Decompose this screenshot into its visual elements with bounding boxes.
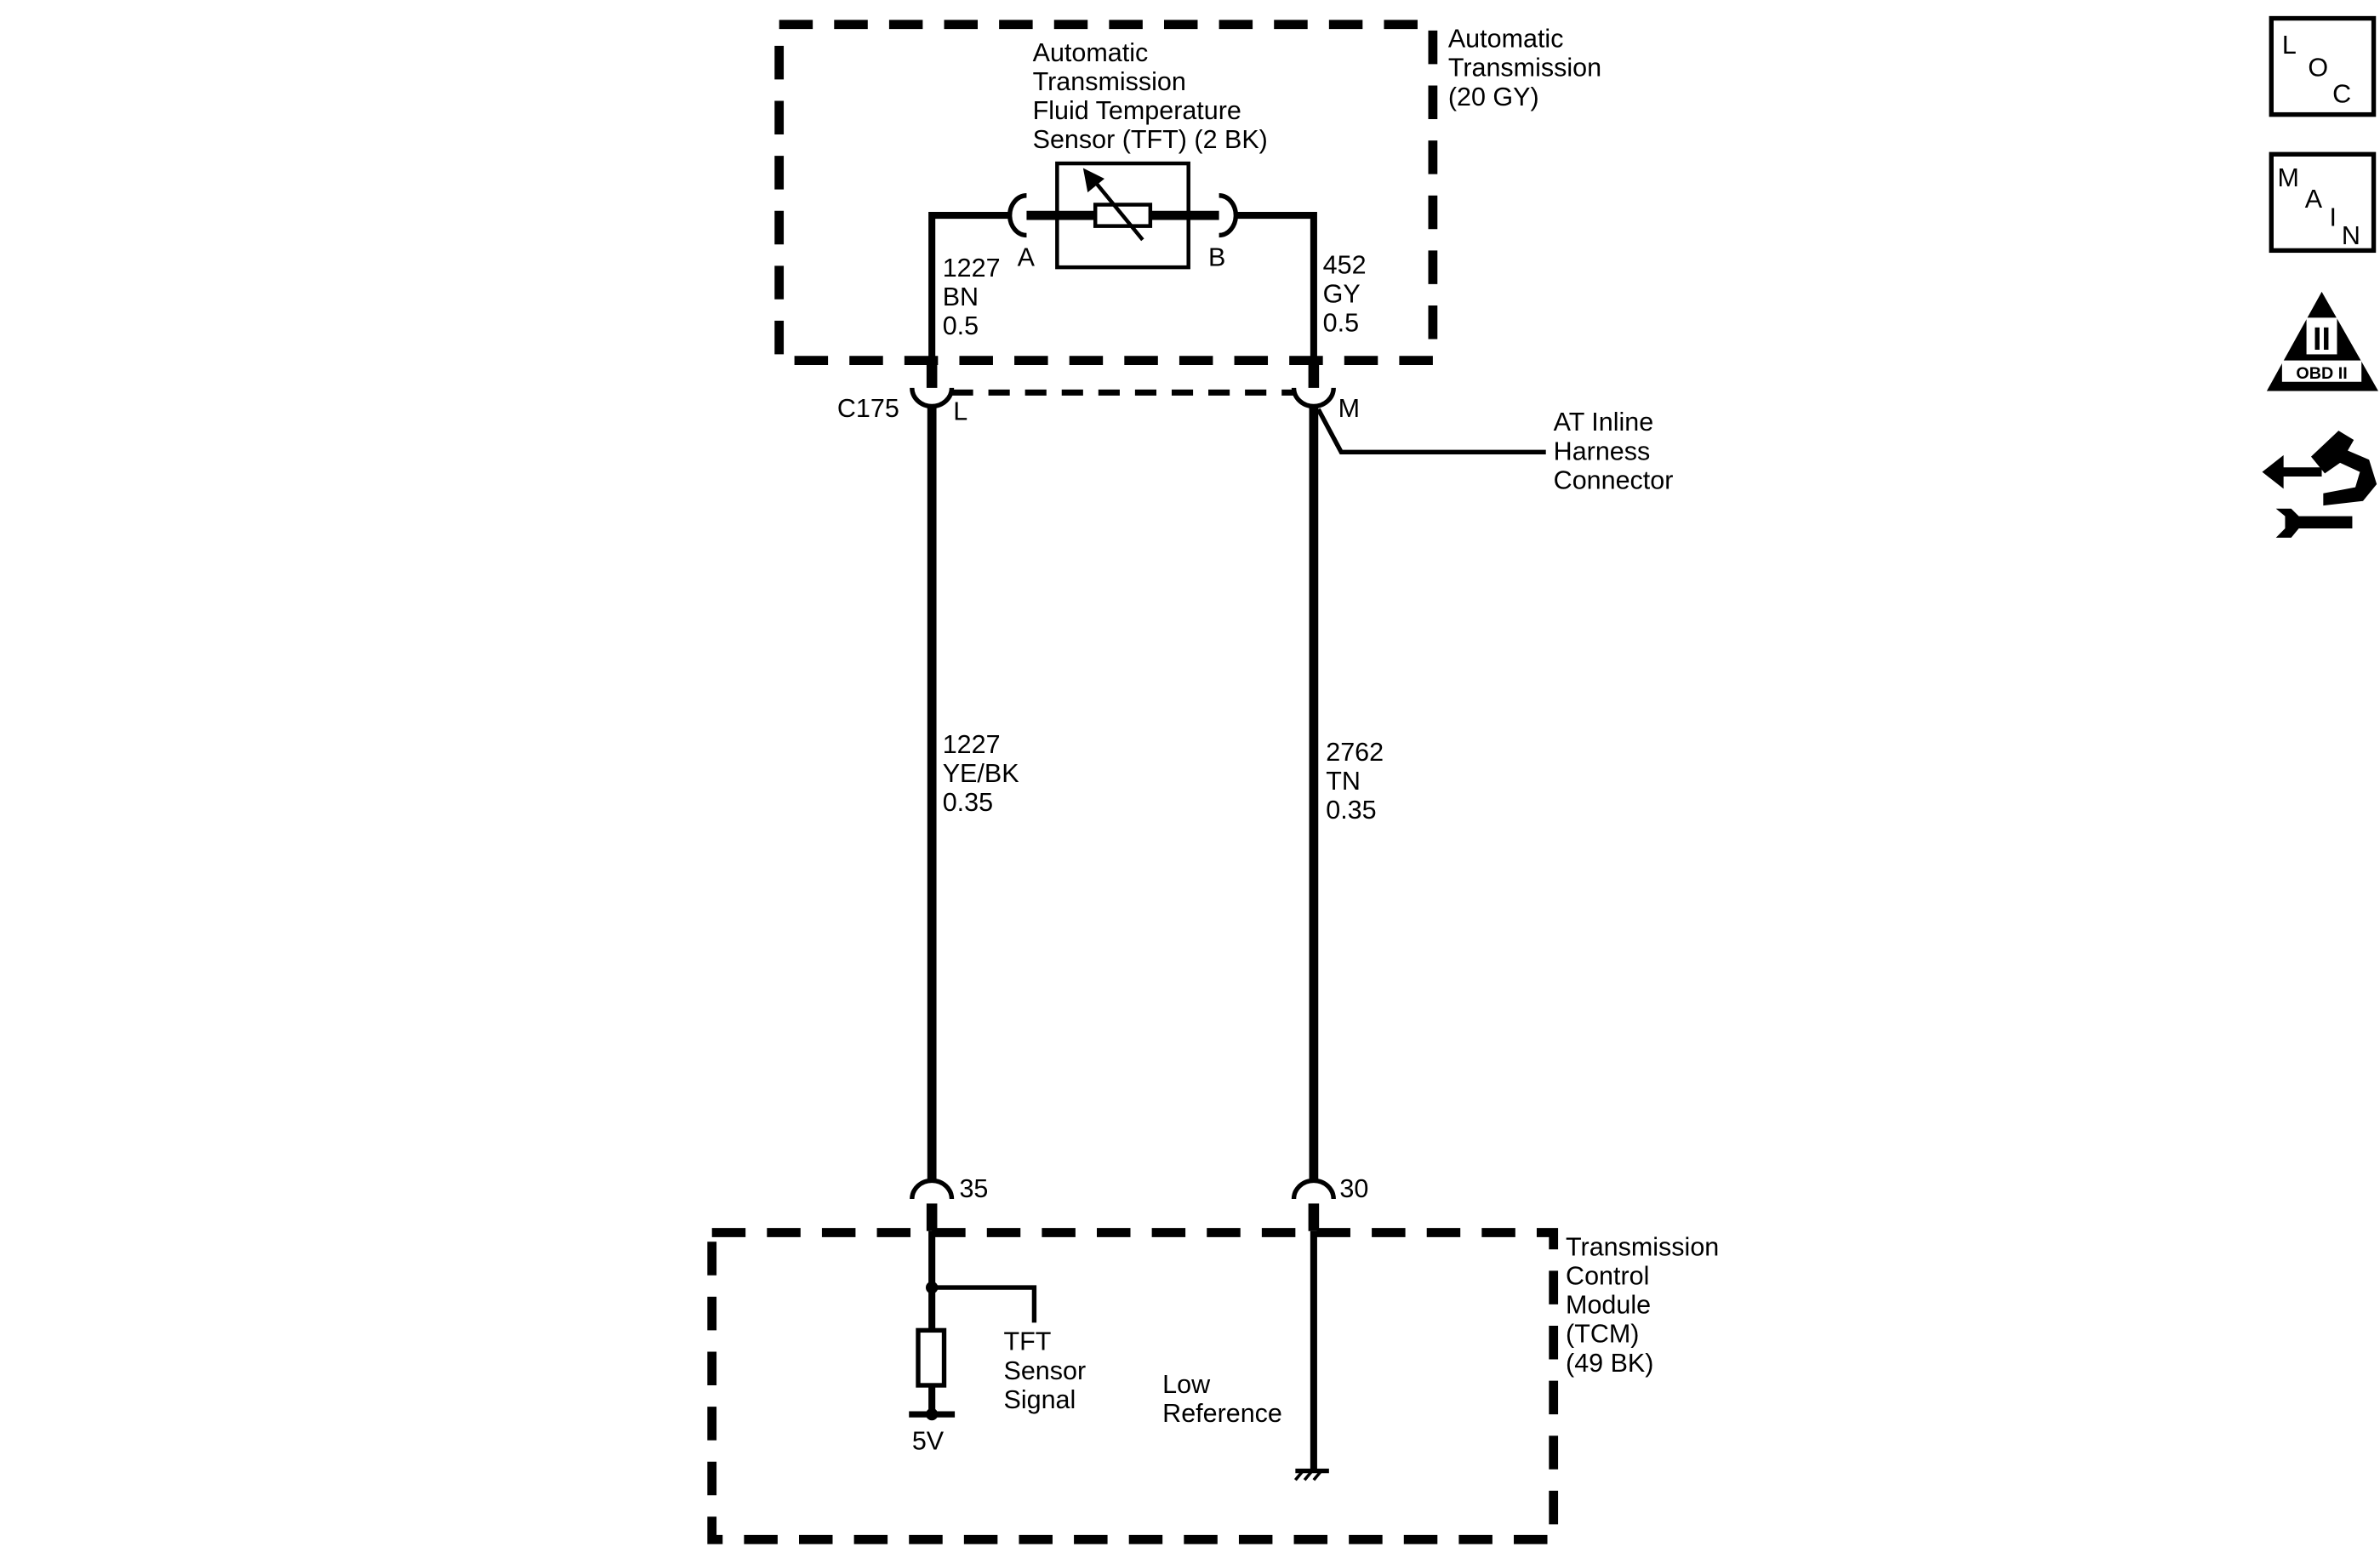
wrench-shape [2275,508,2353,538]
tft-sensor-title-line-2: Transmission [1033,67,1186,96]
tcm-pin-35-label: 35 [959,1174,988,1203]
tcm-signal-label: TFT Sensor Signal [1004,1327,1087,1414]
connector-callout-line-2: Harness [1554,437,1651,465]
tft-sensor-title-line-3: Fluid Temperature [1033,96,1241,125]
tcm-signal-label-line-2: Sensor [1004,1356,1087,1385]
sensor-pin-b-label: B [1208,243,1225,271]
connector-pin-m-socket [1291,387,1336,409]
transmission-label: Automatic Transmission (20 GY) [1448,25,1601,111]
wire-a-upper-label: 1227 BN 0.5 [943,254,1001,340]
connector-callout-line-3: Connector [1554,465,1674,494]
tcm-label-line-2: Control [1566,1262,1649,1291]
connector-callout-line-1: AT Inline [1554,408,1654,437]
main-icon-letter-4: N [2342,221,2360,250]
wire-b-lower-gauge: 0.35 [1326,796,1376,825]
tft-sensor-title: Automatic Transmission Fluid Temperature… [1033,38,1268,154]
connector-callout-label: AT Inline Harness Connector [1554,408,1674,494]
sensor-pin-a-socket [1007,193,1027,238]
loc-icon-frame [2269,15,2377,117]
tcm-label-line-1: Transmission [1566,1232,1719,1261]
loc-icon[interactable]: L O C [2269,15,2377,117]
wire-a-lower-color: YE/BK [943,759,1019,788]
wire-b-upper-gauge: 0.5 [1323,308,1359,337]
wire-b-lower-label: 2762 TN 0.35 [1326,738,1384,825]
wire-a-upper-circuit: 1227 [943,254,1001,283]
connector-pin-l-label: L [953,397,967,426]
wire-a-lower-label: 1227 YE/BK 0.35 [943,730,1019,817]
tcm-5v-label: 5V [912,1426,945,1455]
main-icon-letter-3: I [2330,203,2337,232]
tcm-low-ref-label-line-2: Reference [1162,1399,1282,1428]
ground-symbol [1293,1468,1329,1481]
wire-b-lower-color: TN [1326,767,1361,796]
tcm-pin-30-label: 30 [1339,1174,1368,1203]
main-icon-letter-2: A [2305,185,2323,214]
tft-sensor-title-line-1: Automatic [1033,38,1149,67]
loc-icon-letter-3: C [2332,79,2351,108]
resistor-element [1093,203,1153,228]
transmission-label-line-1: Automatic [1448,25,1564,54]
variable-arrow-shaft [1092,179,1144,242]
tcm-label-line-3: Module [1566,1291,1651,1320]
tcm-pin-35-socket [910,1178,955,1200]
tcm-signal-label-line-3: Signal [1004,1385,1076,1414]
main-icon[interactable]: M A I N [2269,151,2377,254]
main-icon-letter-1: M [2277,163,2298,192]
obd-ii-roman-plate [2306,317,2337,355]
wire-b-upper-color: GY [1323,279,1361,308]
thermistor-symbol [1026,161,1219,270]
connector-pin-l-socket [910,387,955,409]
tcm-boundary [707,1228,1559,1544]
schematic-tool-icon[interactable] [2262,431,2377,538]
obd-ii-caption-plate [2281,360,2362,382]
wire-a-upper [928,212,1010,364]
obd-ii-icon[interactable]: II OBD II [2266,291,2378,391]
wire-a-lower-gauge: 0.35 [943,788,993,817]
connector-hand-shape [2310,431,2377,506]
double-arrow-left-head [2262,454,2284,489]
wire-a-upper-color: BN [943,283,979,311]
variable-arrow-head [1082,168,1104,193]
main-icon-frame [2269,151,2377,254]
sensor-pin-b-socket [1219,193,1238,238]
connector-id: C175 [837,394,899,423]
wire-b-upper [1236,212,1317,364]
tcm-signal-label-line-1: TFT [1004,1327,1052,1356]
connector-pin-m-label: M [1338,394,1360,423]
tcm-signal-branch [932,1285,1037,1323]
tcm-low-ref-label: Low Reference [1162,1370,1282,1428]
wire-b-upper-label: 452 GY 0.5 [1323,250,1367,337]
wire-b-lower-circuit: 2762 [1326,738,1384,767]
tcm-5v-junction [925,1407,939,1421]
tcm-label: Transmission Control Module (TCM) (49 BK… [1566,1232,1719,1377]
transmission-label-line-3: (20 GY) [1448,83,1539,111]
wire-a-upper-gauge: 0.5 [943,311,979,340]
tcm-pin-30-socket [1291,1178,1336,1200]
connector-callout-leader [1316,408,1546,454]
tcm-pullup-resistor [916,1327,947,1388]
loc-icon-letter-1: L [2282,31,2297,60]
tcm-low-ref-label-line-1: Low [1162,1370,1211,1399]
tcm-label-line-5: (49 BK) [1566,1349,1653,1378]
obd-ii-caption: OBD II [2296,364,2347,383]
loc-icon-letter-2: O [2308,54,2328,83]
tft-sensor-title-line-4: Sensor (TFT) (2 BK) [1033,125,1268,154]
sensor-pin-a-label: A [1018,243,1036,271]
transmission-label-line-2: Transmission [1448,54,1601,83]
wire-b-upper-circuit: 452 [1323,250,1367,279]
wire-a-lower-circuit: 1227 [943,730,1001,759]
tcm-label-line-4: (TCM) [1566,1320,1639,1349]
obd-ii-roman: II [2313,321,2331,357]
